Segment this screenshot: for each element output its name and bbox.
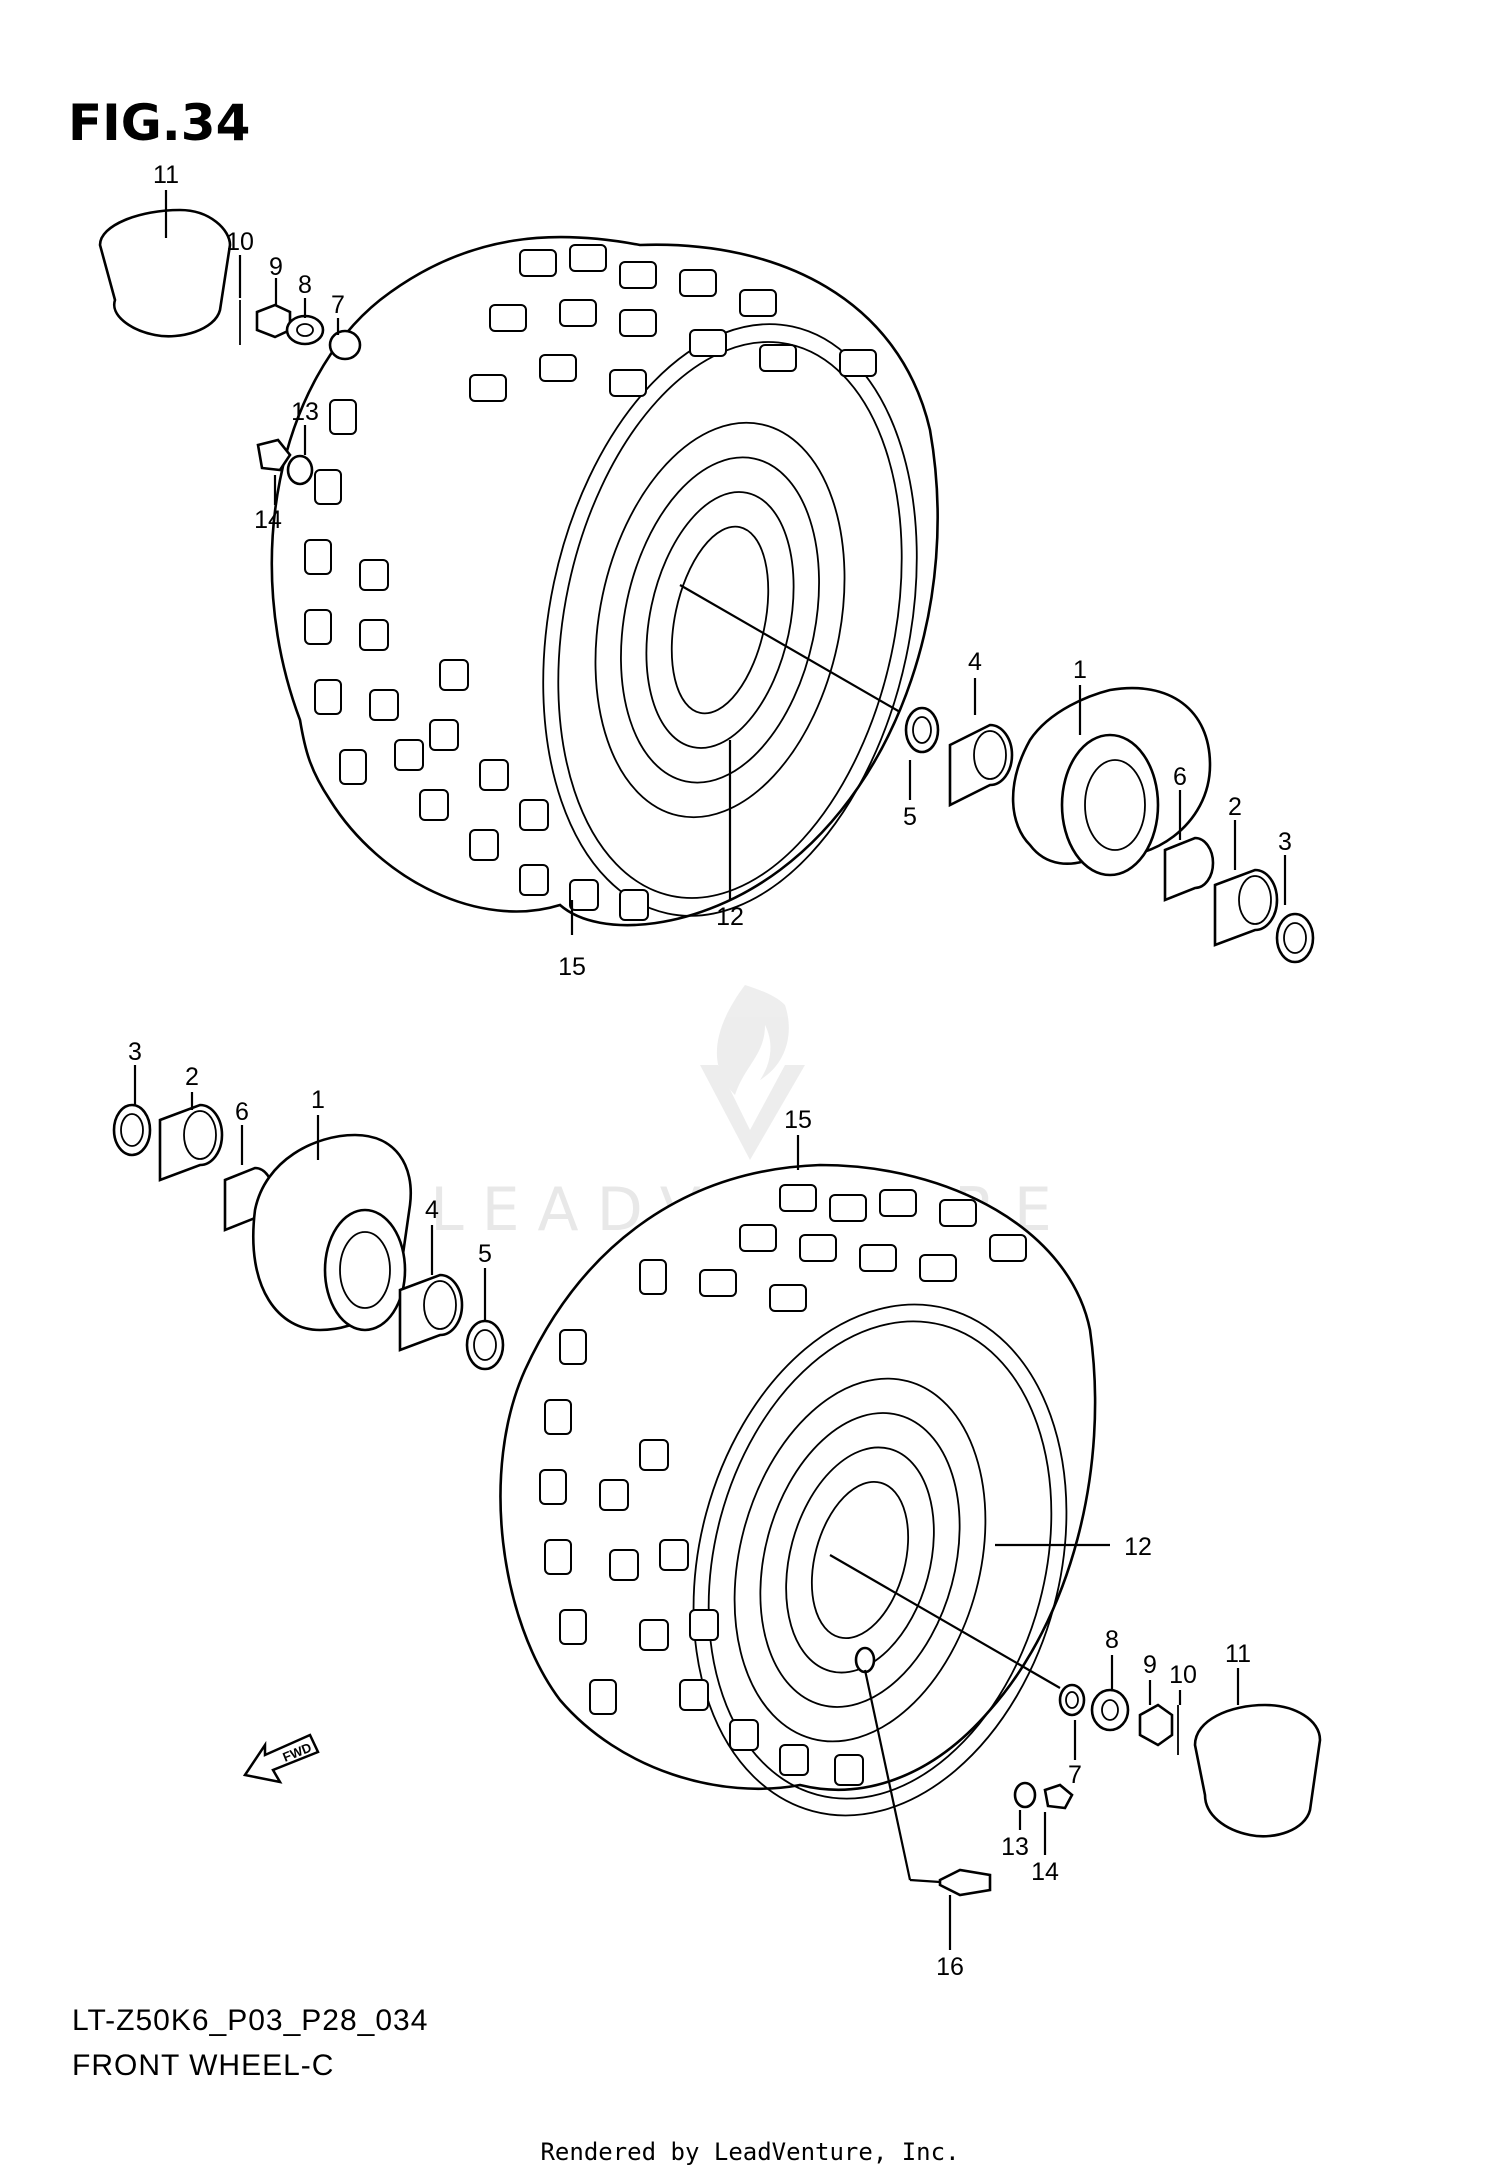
- callout-4: 4: [425, 1196, 439, 1224]
- callout-11: 11: [153, 161, 179, 189]
- callout-12: 12: [1124, 1533, 1152, 1561]
- upper-small-parts: [98, 208, 362, 486]
- callout-6: 6: [235, 1098, 249, 1126]
- callout-14: 14: [254, 506, 282, 534]
- lower-assembly: FWD 3 2 6 1: [112, 1038, 1322, 1981]
- callout-10: 10: [226, 228, 254, 256]
- callout-2: 2: [1228, 793, 1242, 821]
- credit-line: Rendered by LeadVenture, Inc.: [540, 2138, 959, 2166]
- callout-2: 2: [185, 1063, 199, 1091]
- callout-13: 13: [1001, 1833, 1029, 1861]
- upper-callouts: 11 10 9 8 7 13 14 4 1 5 6 2 3 12 15: [153, 161, 1292, 981]
- callout-4: 4: [968, 648, 982, 676]
- lower-small-parts: [938, 1683, 1322, 1897]
- callout-7: 7: [331, 291, 345, 319]
- callout-15: 15: [558, 953, 586, 981]
- lower-callouts: 3 2 6 1 4 5 15 12 8 9 10 11 7 13 14 16: [128, 1038, 1251, 1981]
- lower-tire: [499, 1163, 1097, 1817]
- callout-11: 11: [1225, 1640, 1251, 1668]
- upper-tire: [270, 235, 939, 927]
- callout-5: 5: [903, 803, 917, 831]
- callout-7: 7: [1068, 1761, 1082, 1789]
- fwd-arrow-icon: FWD: [242, 1733, 320, 1784]
- callout-8: 8: [298, 271, 312, 299]
- callout-9: 9: [269, 253, 283, 281]
- callout-3: 3: [128, 1038, 142, 1066]
- upper-hub-parts: [904, 686, 1315, 964]
- callout-6: 6: [1173, 763, 1187, 791]
- callout-14: 14: [1031, 1858, 1059, 1886]
- callout-12: 12: [716, 903, 744, 931]
- upper-assembly: 11 10 9 8 7 13 14 4 1 5 6 2 3 12 15: [98, 161, 1315, 981]
- callout-8: 8: [1105, 1626, 1119, 1654]
- model-code: LT-Z50K6_P03_P28_034: [72, 2004, 428, 2037]
- callout-3: 3: [1278, 828, 1292, 856]
- upper-leader-lines: [164, 190, 1287, 935]
- callout-9: 9: [1143, 1651, 1157, 1679]
- callout-1: 1: [1073, 656, 1087, 684]
- lower-hub-parts: [112, 1103, 505, 1371]
- section-name: FRONT WHEEL-C: [72, 2049, 334, 2082]
- callout-5: 5: [478, 1240, 492, 1268]
- callout-10: 10: [1169, 1661, 1197, 1689]
- callout-13: 13: [291, 398, 319, 426]
- callout-15: 15: [784, 1106, 812, 1134]
- callout-1: 1: [311, 1086, 325, 1114]
- figure-title: FIG.34: [68, 94, 250, 152]
- callout-16: 16: [936, 1953, 964, 1981]
- lower-leader-lines: [133, 1065, 1240, 1950]
